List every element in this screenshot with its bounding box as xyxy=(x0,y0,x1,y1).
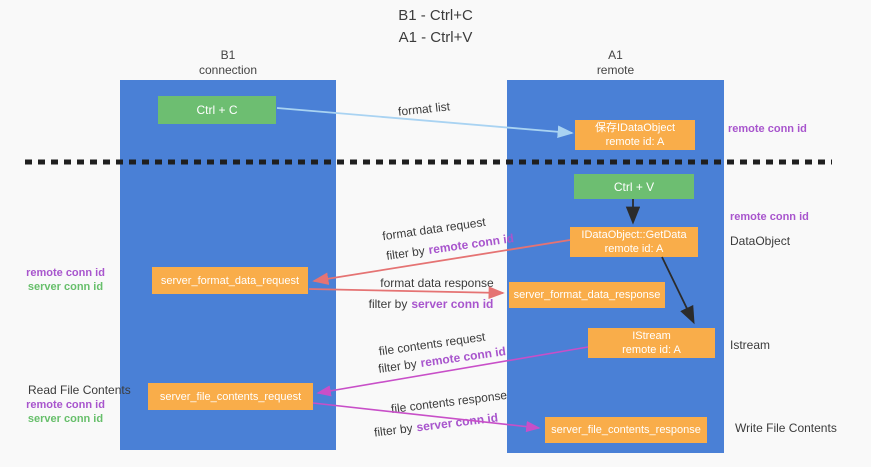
lane-a1-role: remote xyxy=(596,63,635,77)
ctrl-c-box: Ctrl + C xyxy=(158,96,276,124)
annot-istream: Istream xyxy=(730,338,771,352)
ctrl-v-box: Ctrl + V xyxy=(574,174,694,199)
filter-key-server: server conn id xyxy=(411,297,494,311)
save-dataobject-line1: 保存IDataObject xyxy=(594,122,676,134)
annot-server-conn-id-left-mid: server conn id xyxy=(27,281,104,293)
annot-remote-conn-id-left-mid: remote conn id xyxy=(26,267,105,279)
lane-header-b1: B1 connection xyxy=(120,48,336,78)
title-line-2: A1 - Ctrl+V xyxy=(398,29,473,46)
save-dataobject-line2: remote id: A xyxy=(605,136,665,148)
filter-by-text: filter by xyxy=(373,420,414,440)
server-file-contents-request-label: server_file_contents_request xyxy=(159,390,302,403)
save-dataobject-box: 保存IDataObject remote id: A xyxy=(575,120,695,150)
istream-line1: IStream xyxy=(632,330,671,342)
diagram-title: B1 - Ctrl+C A1 - Ctrl+V xyxy=(0,5,871,49)
server-file-contents-response-box: server_file_contents_response xyxy=(545,417,707,443)
lane-header-a1: A1 remote xyxy=(507,48,724,78)
annot-read-file-contents: Read File Contents xyxy=(28,383,131,397)
annot-remote-conn-id-left-bottom: remote conn id xyxy=(26,399,105,411)
server-format-data-request-label: server_format_data_request xyxy=(160,274,300,287)
annot-conn-ids-bottom: remote conn id server conn id xyxy=(18,398,113,426)
filter-by-text: filter by xyxy=(377,356,418,376)
server-file-contents-response-label: server_file_contents_response xyxy=(551,424,701,436)
lane-b1-role: connection xyxy=(198,63,258,77)
annot-server-conn-id-left-bottom: server conn id xyxy=(27,413,104,425)
server-format-data-request-box: server_format_data_request xyxy=(152,267,308,294)
getdata-box: IDataObject::GetData remote id: A xyxy=(570,227,698,257)
getdata-line1: IDataObject::GetData xyxy=(581,229,687,241)
annot-remote-conn-id-mid: remote conn id xyxy=(730,211,809,223)
annot-remote-conn-id-top: remote conn id xyxy=(728,123,807,135)
server-format-data-response-label: server_format_data_response xyxy=(513,289,661,301)
server-file-contents-request-box: server_file_contents_request xyxy=(148,383,313,410)
annot-dataobject: DataObject xyxy=(730,234,791,248)
istream-line2: remote id: A xyxy=(622,344,681,356)
getdata-line2: remote id: A xyxy=(604,243,664,255)
annot-conn-ids-mid: remote conn id server conn id xyxy=(18,266,113,294)
lane-a1-name: A1 xyxy=(608,48,623,62)
title-line-1: B1 - Ctrl+C xyxy=(398,7,473,24)
filter-by-text: filter by xyxy=(385,243,426,263)
filter-key-server: server conn id xyxy=(415,410,499,435)
ctrl-v-label: Ctrl + V xyxy=(613,179,655,194)
annot-write-file-contents: Write File Contents xyxy=(735,421,837,435)
filter-by-text: filter by xyxy=(368,297,408,311)
server-format-data-response-box: server_format_data_response xyxy=(509,282,665,308)
ctrl-c-label: Ctrl + C xyxy=(196,103,238,117)
label-format-data-response: format data response xyxy=(380,276,494,290)
label-format-list: format list xyxy=(397,99,451,119)
lane-b1-name: B1 xyxy=(220,48,236,62)
istream-box: IStream remote id: A xyxy=(588,328,715,358)
